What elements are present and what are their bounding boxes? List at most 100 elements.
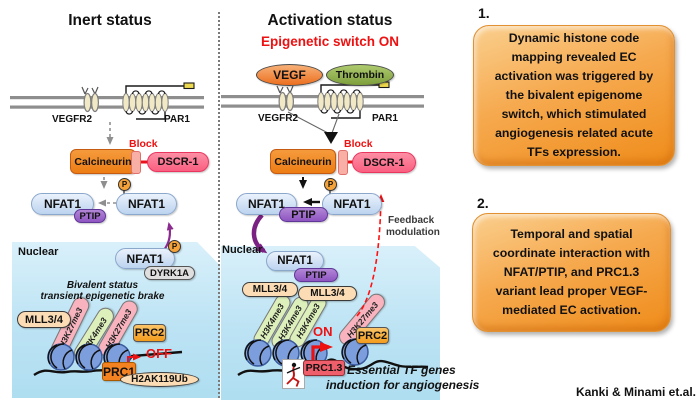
note-line: Dynamic histone code bbox=[508, 31, 640, 45]
note-line: switch, which stimulated bbox=[501, 107, 647, 121]
phospho-label: P bbox=[171, 242, 178, 251]
activation-signal-arrows bbox=[287, 111, 340, 206]
summary-item2-number: 2. bbox=[477, 195, 489, 211]
essential-note-line1: Essential TF genes bbox=[347, 363, 456, 377]
ptip-label: PTIP bbox=[291, 208, 316, 221]
note-line: TFs expression. bbox=[527, 145, 621, 159]
h2ak119ub-badge: H2AK119Ub bbox=[120, 372, 199, 387]
mll34-right-a: MLL3/4 bbox=[242, 282, 298, 297]
inert-signal-arrows bbox=[98, 122, 116, 207]
on-label: ON bbox=[313, 324, 333, 339]
note-line: mediated EC activation. bbox=[502, 303, 641, 317]
dscr1-left: DSCR-1 bbox=[147, 152, 209, 172]
off-label: OFF bbox=[146, 346, 172, 361]
phospho-icon: P bbox=[324, 178, 337, 191]
credit: Kanki & Minami et.al. bbox=[575, 385, 696, 399]
nfat1-nucleus-left: NFAT1 bbox=[115, 248, 175, 269]
note-line: Temporal and spatial bbox=[510, 227, 633, 241]
block-label-right: Block bbox=[344, 138, 373, 150]
essential-note-line2: induction for angiogenesis bbox=[326, 378, 480, 392]
phospho-label: P bbox=[121, 180, 128, 189]
mll34-right-b: MLL3/4 bbox=[298, 286, 357, 301]
vegfr2-receptor-right bbox=[276, 85, 295, 112]
note-line: mapping revealed EC bbox=[511, 50, 637, 64]
dyrk1a-badge: DYRK1A bbox=[144, 266, 195, 280]
mll34-label: MLL3/4 bbox=[25, 313, 63, 326]
summary-note-1: Dynamic histone code mapping revealed EC… bbox=[473, 25, 675, 166]
nfat1-cytoplasm-b-right: NFAT1 bbox=[322, 193, 382, 215]
calcineurin-label: Calcineurin bbox=[274, 155, 332, 168]
vegfr2-receptor-left bbox=[81, 86, 99, 113]
summary-note-2: Temporal and spatial coordinate interact… bbox=[472, 213, 671, 332]
membrane-left bbox=[10, 96, 204, 109]
nfat1-nucleus-right: NFAT1 bbox=[266, 251, 324, 271]
prc13-label: PRC1.3 bbox=[305, 362, 343, 374]
note-line: variant lead proper VEGF- bbox=[495, 284, 648, 298]
note-line: the bivalent epigenome bbox=[505, 88, 643, 102]
nuclear-label-right: Nuclear bbox=[222, 244, 263, 256]
summary-item1-number: 1. bbox=[478, 5, 490, 21]
dancing-figure-icon bbox=[282, 359, 305, 389]
note-line: activation was triggered by bbox=[494, 69, 654, 83]
dscr1-label: DSCR-1 bbox=[157, 156, 199, 168]
mll34-label: MLL3/4 bbox=[310, 288, 345, 299]
par1-receptor-right bbox=[317, 81, 390, 119]
vegfr2-label-right: VEGFR2 bbox=[258, 113, 299, 124]
thrombin-label: Thrombin bbox=[335, 69, 385, 81]
dyrk1a-label: DYRK1A bbox=[149, 267, 190, 279]
nfat1-label: NFAT1 bbox=[43, 197, 82, 211]
nfat-import-arrow-right bbox=[251, 213, 268, 254]
feedback-modulation-arrow bbox=[356, 194, 385, 317]
mll34-left: MLL3/4 bbox=[17, 311, 71, 328]
nfat-export-arrow-left bbox=[163, 222, 174, 251]
nuclear-label-left: Nuclear bbox=[18, 246, 59, 258]
phospho-icon: P bbox=[118, 178, 131, 191]
nfat1-label: NFAT1 bbox=[277, 255, 313, 267]
ptip-nucleus-right: PTIP bbox=[294, 268, 338, 282]
calcineurin-right: Calcineurin bbox=[270, 149, 336, 174]
prc2-label: PRC2 bbox=[357, 329, 388, 342]
ptip-label: PTIP bbox=[79, 210, 101, 222]
feedback-note-line1: Feedback bbox=[388, 215, 435, 226]
ptip-label: PTIP bbox=[305, 269, 327, 281]
phospho-label: P bbox=[327, 180, 334, 189]
ptip-left: PTIP bbox=[74, 209, 106, 223]
note-line: angiogenesis related acute bbox=[495, 126, 653, 140]
bivalent-note-line1: Bivalent status bbox=[66, 280, 139, 291]
calcineurin-left: Calcineurin bbox=[70, 149, 136, 174]
vegf-ligand: VEGF bbox=[256, 64, 323, 86]
epigenetic-switch-subtitle: Epigenetic switch ON bbox=[260, 34, 400, 49]
dscr1-right: DSCR-1 bbox=[352, 152, 416, 173]
right-panel-title: Activation status bbox=[267, 12, 393, 29]
vegf-label: VEGF bbox=[273, 68, 306, 82]
block-bar-right bbox=[338, 150, 348, 175]
calcineurin-cap-left bbox=[131, 151, 141, 174]
nfat1-cytoplasm-b-left: NFAT1 bbox=[116, 193, 177, 215]
left-panel-title: Inert status bbox=[68, 12, 152, 29]
par1-label-left: PAR1 bbox=[164, 114, 190, 125]
mll34-label: MLL3/4 bbox=[252, 284, 288, 295]
prc13-badge: PRC1.3 bbox=[303, 360, 345, 376]
promoter-on-arrow bbox=[311, 342, 333, 362]
h2ak119ub-label: H2AK119Ub bbox=[131, 374, 188, 385]
ptip-right: PTIP bbox=[279, 207, 328, 222]
nfat1-label: NFAT1 bbox=[127, 197, 166, 211]
phospho-icon: P bbox=[168, 240, 181, 253]
block-label-left: Block bbox=[129, 138, 158, 150]
thrombin-ligand: Thrombin bbox=[326, 64, 394, 86]
dscr1-label: DSCR-1 bbox=[363, 156, 405, 169]
nfat1-label: NFAT1 bbox=[247, 197, 286, 211]
calcineurin-label: Calcineurin bbox=[74, 155, 132, 168]
panel-separator bbox=[218, 12, 220, 398]
par1-receptor-left bbox=[122, 82, 195, 120]
feedback-note-line2: modulation bbox=[386, 227, 440, 238]
note-line: NFAT/PTIP, and PRC1.3 bbox=[503, 265, 640, 279]
prc2-label: PRC2 bbox=[134, 327, 165, 339]
nfat1-label: NFAT1 bbox=[126, 251, 164, 266]
note-line: coordinate interaction with bbox=[492, 246, 651, 260]
bivalent-note-line2: transient epigenetic brake bbox=[40, 291, 165, 302]
prc2-left: PRC2 bbox=[133, 324, 166, 342]
nfat1-label: NFAT1 bbox=[333, 197, 371, 211]
prc2-right: PRC2 bbox=[356, 327, 389, 344]
